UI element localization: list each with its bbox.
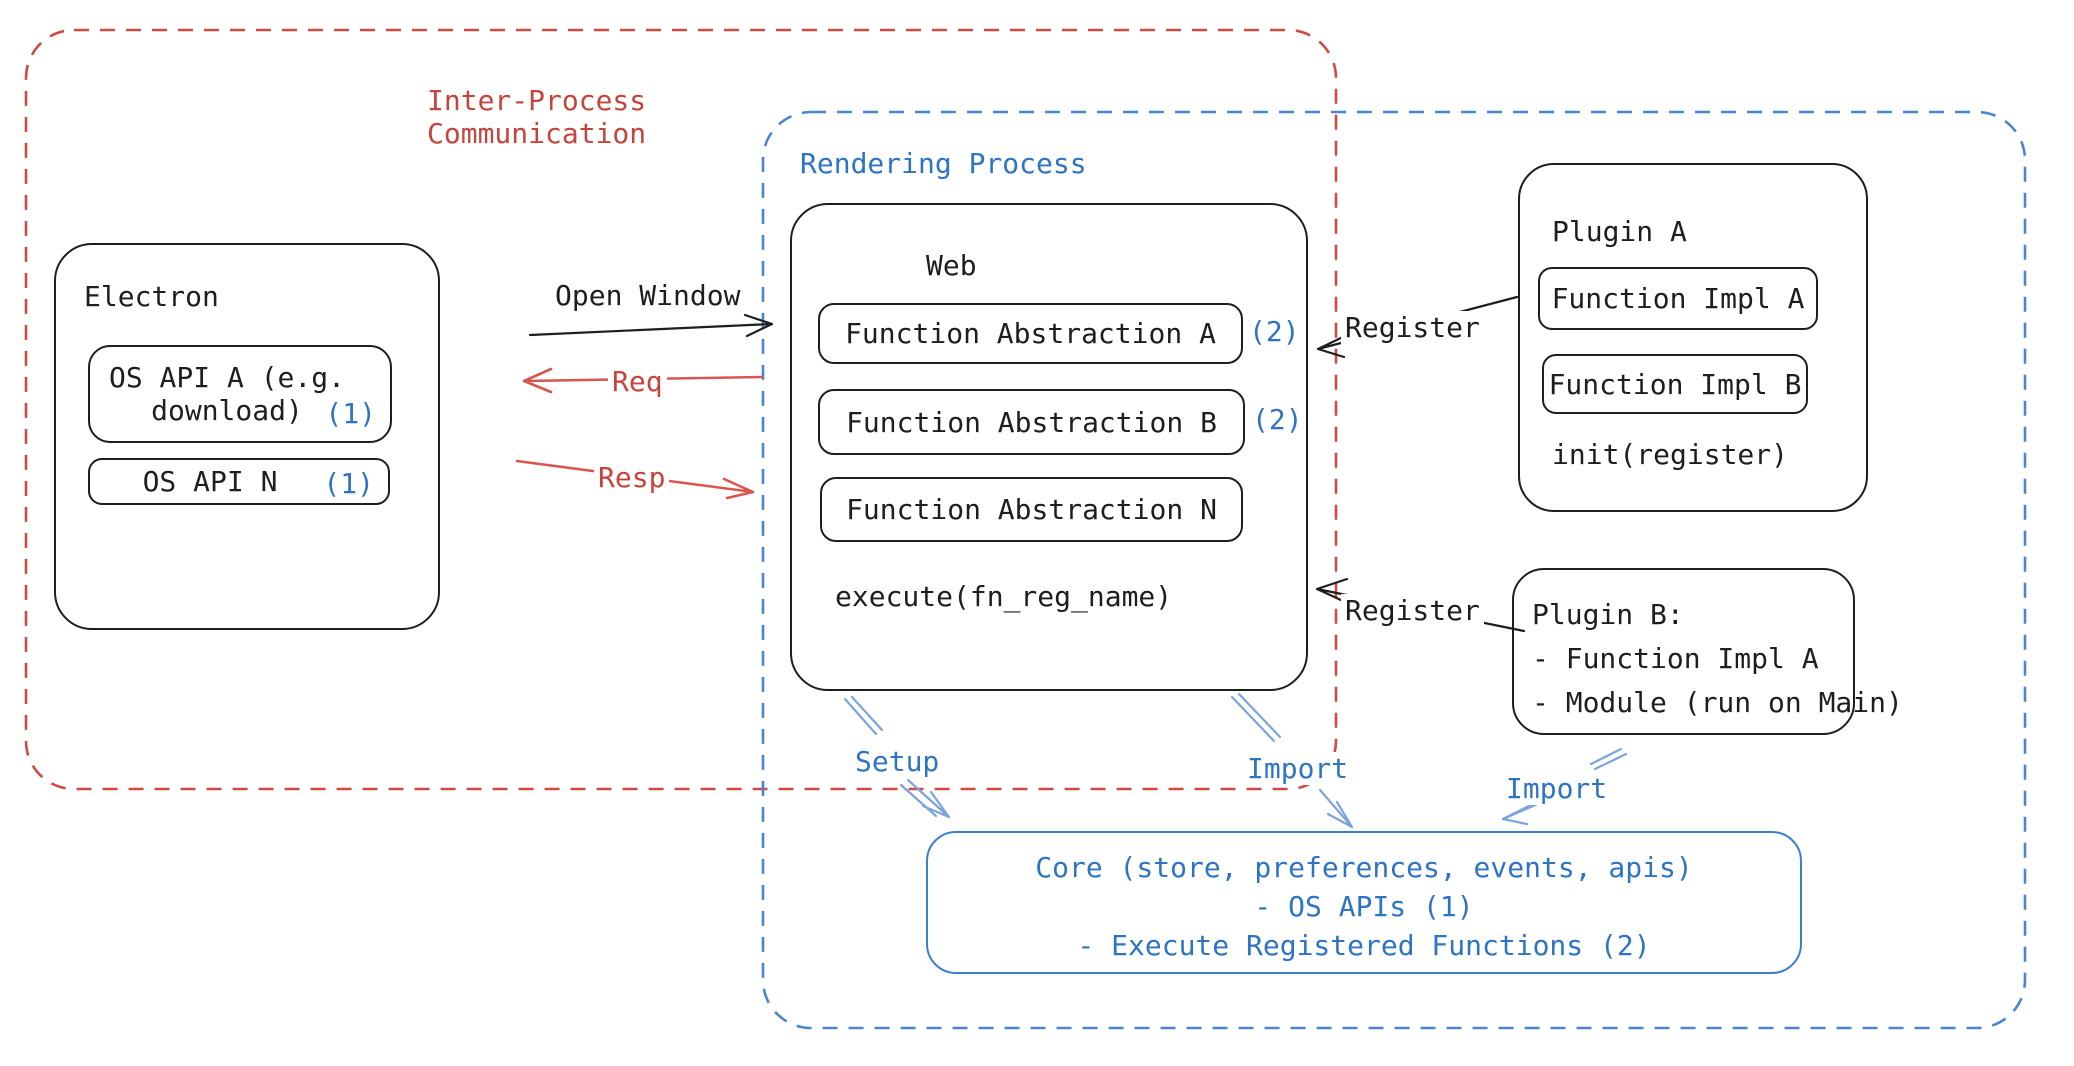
plugin-b-title: Plugin B:: [1532, 598, 1684, 631]
function-abstraction-a-badge: (2): [1249, 315, 1300, 348]
electron-box: [54, 243, 440, 630]
plugin-b-item-1: - Function Impl A: [1532, 642, 1819, 675]
web-box: [790, 203, 1308, 691]
open-window-label: Open Window: [555, 279, 741, 312]
os-api-n-box: OS API N (1): [88, 458, 390, 505]
import-right-label: Import: [1502, 772, 1612, 805]
core-line-3: - Execute Registered Functions (2): [1077, 929, 1651, 962]
function-abstraction-a-label: Function Abstraction A: [845, 317, 1216, 350]
function-abstraction-n-label: Function Abstraction N: [846, 493, 1217, 526]
function-abstraction-b-badge: (2): [1252, 403, 1303, 436]
register-a-label: Register: [1341, 311, 1484, 344]
ipc-label-line1: Inter-Process: [427, 84, 647, 117]
ipc-boundary-box: [24, 28, 1338, 791]
os-api-a-line1: OS API A (e.g.: [108, 361, 345, 394]
function-abstraction-a-box: Function Abstraction A: [818, 303, 1243, 364]
core-line-1: Core (store, preferences, events, apis): [1035, 851, 1693, 884]
core-box: [926, 831, 1802, 974]
plugin-a-title: Plugin A: [1552, 215, 1687, 248]
web-title: Web: [926, 249, 977, 282]
register-b-label: Register: [1341, 594, 1484, 627]
os-api-a-line2: download): [151, 394, 303, 427]
os-api-a-box: OS API A (e.g.download) (1): [88, 345, 392, 443]
function-impl-a-label: Function Impl A: [1551, 282, 1805, 315]
ipc-label-line2: Communication: [427, 117, 647, 150]
open-window-arrow: [528, 313, 774, 338]
function-abstraction-b-box: Function Abstraction B: [818, 389, 1245, 455]
setup-label: Setup: [851, 745, 944, 778]
function-impl-a-box: Function Impl A: [1538, 267, 1818, 330]
init-register-label: init(register): [1552, 438, 1789, 471]
function-impl-b-label: Function Impl B: [1548, 367, 1802, 401]
rendering-process-boundary-box: [761, 110, 2027, 1030]
import-center-label: Import: [1243, 752, 1353, 785]
function-abstraction-b-label: Function Abstraction B: [846, 405, 1217, 439]
plugin-b-box: [1512, 568, 1855, 735]
plugin-b-content: Plugin B: - Function Impl A - Module (run …: [1532, 593, 1903, 725]
os-api-a-badge: (1): [325, 397, 376, 430]
core-line-2: - OS APIs (1): [1254, 890, 1474, 923]
os-api-n-label: OS API N: [142, 465, 278, 498]
function-abstraction-n-box: Function Abstraction N: [820, 477, 1243, 542]
electron-title: Electron: [84, 280, 219, 313]
os-api-a-label: OS API A (e.g.download): [109, 361, 371, 427]
plugin-b-item-2: - Module (run on Main): [1532, 686, 1903, 719]
req-label: Req: [608, 365, 667, 398]
plugin-a-box: [1518, 163, 1868, 512]
resp-label: Resp: [594, 461, 670, 494]
core-content: Core (store, preferences, events, apis) -…: [926, 848, 1802, 965]
import-center-arrow: [1230, 692, 1354, 829]
setup-arrow: [843, 695, 951, 819]
function-impl-b-box: Function Impl B: [1542, 354, 1808, 414]
execute-label: execute(fn_reg_name): [835, 580, 1173, 613]
os-api-n-badge: (1): [323, 467, 374, 500]
rendering-process-label: Rendering Process: [800, 147, 1087, 180]
